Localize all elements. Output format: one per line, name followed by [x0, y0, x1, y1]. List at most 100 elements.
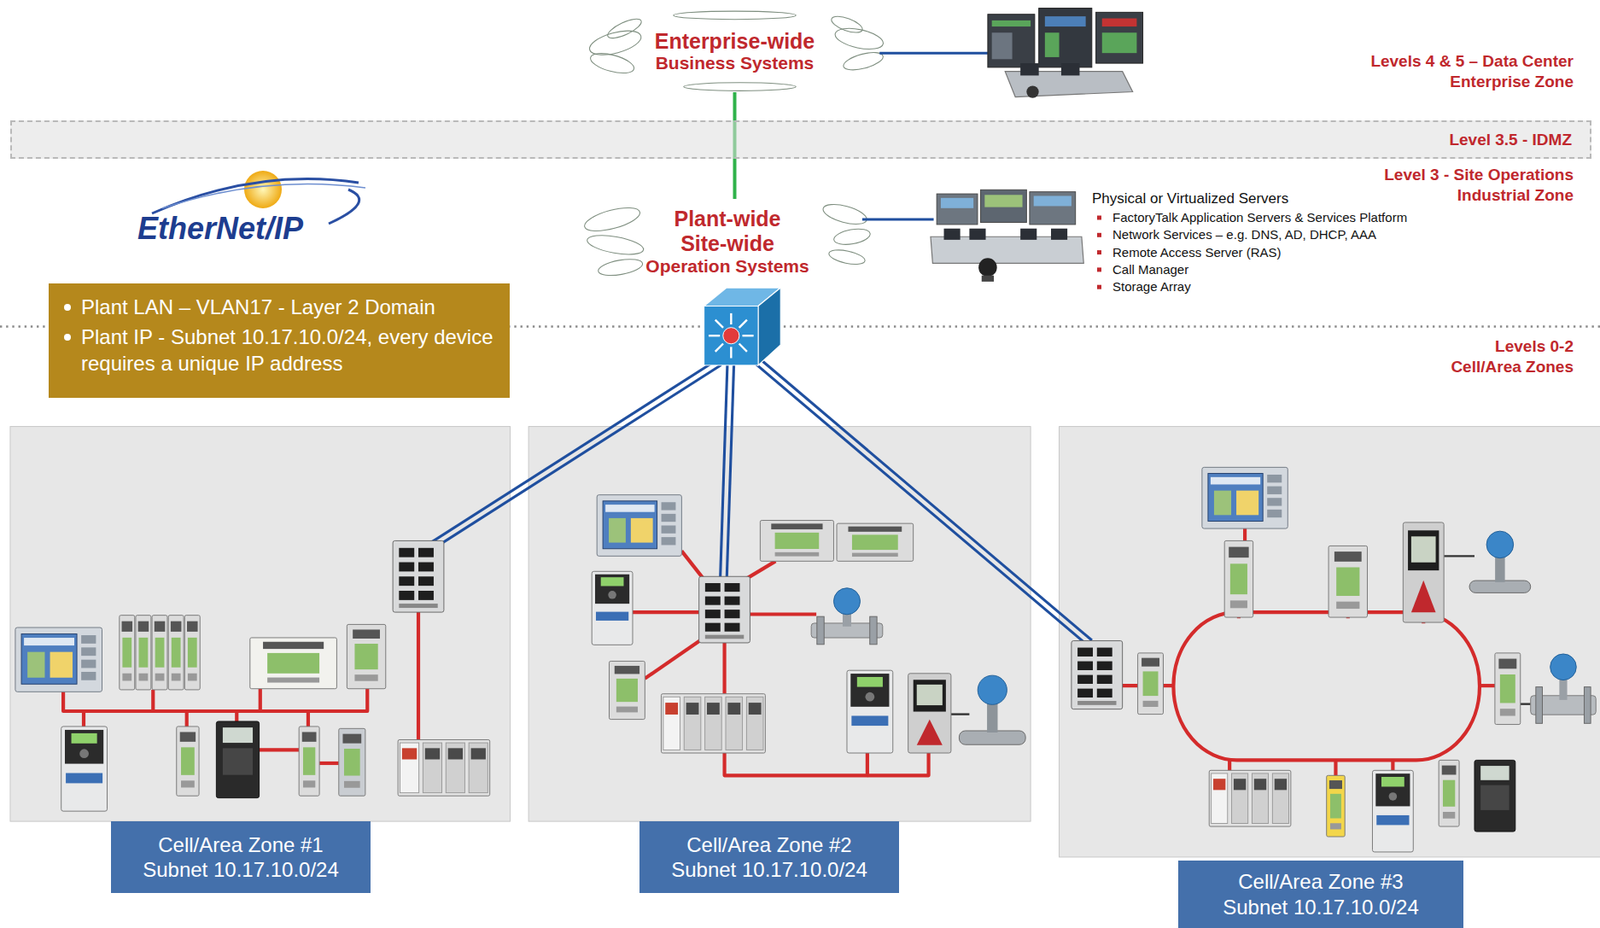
- slot-indicator: [448, 747, 463, 760]
- switch-port: [724, 609, 741, 619]
- ethernet-wire: [260, 711, 309, 727]
- display-readout: [916, 684, 943, 706]
- cloud-wisp: [683, 82, 796, 92]
- hmi-screen-panel: [608, 518, 626, 544]
- desk-monitor: [969, 228, 986, 240]
- switch-port: [1097, 675, 1113, 684]
- display-body: [1402, 522, 1444, 623]
- hmi-frame: [1202, 467, 1288, 529]
- switch-port: [1077, 700, 1116, 706]
- bullet-row: Plant IP - Subnet 10.17.10.0/24, every d…: [64, 323, 495, 377]
- io-header: [1442, 765, 1457, 776]
- chassis-slot: [399, 742, 419, 794]
- io-body: [1438, 759, 1460, 827]
- pressure-transmitter: [958, 675, 1026, 745]
- cell-area-zone: Cell/Area Zone #2 Subnet 10.17.10.0/24: [528, 426, 1031, 822]
- desk-monitor: [1061, 63, 1081, 76]
- cloud-wisp: [827, 247, 866, 268]
- io-terminal: [171, 637, 182, 668]
- io-terminal: [775, 532, 820, 549]
- display-readout: [1411, 536, 1437, 562]
- process-display: [908, 673, 952, 754]
- io-body: [346, 624, 386, 689]
- variable-frequency-drive: [61, 726, 108, 812]
- ethernet-wire: [1333, 759, 1338, 777]
- chassis-slot: [445, 742, 465, 794]
- switch-arrow: [739, 320, 748, 328]
- slot-indicator: [706, 702, 720, 715]
- flow-meter: [811, 588, 883, 645]
- io-terminal: [1143, 671, 1159, 696]
- bullet-row: Plant LAN – VLAN17 - Layer 2 Domain: [64, 293, 495, 321]
- io-foot: [1230, 600, 1248, 608]
- ethernet-wire: [416, 612, 421, 740]
- io-body: [836, 523, 914, 561]
- io-header: [186, 621, 199, 632]
- cloud-wisp: [585, 232, 645, 258]
- io-terminal: [852, 534, 899, 550]
- ethernet-wire: [1390, 759, 1395, 771]
- drive-panel: [222, 747, 253, 775]
- meter-head: [833, 588, 860, 615]
- note-text: Plant LAN – VLAN17 - Layer 2 Domain: [81, 293, 436, 321]
- switch-port: [418, 562, 434, 573]
- io-header: [614, 665, 640, 675]
- drive-badge: [65, 773, 103, 784]
- process-display: [1402, 522, 1444, 623]
- cloud-wisp: [596, 256, 644, 279]
- io-foot: [1336, 601, 1360, 609]
- desk-monitor: [1020, 63, 1040, 76]
- ethernet-switch: [392, 540, 444, 613]
- io-terminal: [1500, 674, 1516, 703]
- io-body: [168, 615, 184, 690]
- io-foot: [155, 673, 165, 682]
- switch-port: [705, 609, 721, 619]
- level-label: Levels 0-2 Cell/Area Zones: [1436, 336, 1574, 378]
- io-foot: [1143, 700, 1159, 707]
- hmi-screen-panel: [27, 652, 45, 678]
- list-bullet: [1097, 233, 1102, 238]
- io-terminal: [1442, 780, 1455, 807]
- cell-area-zone: Cell/Area Zone #1 Subnet 10.17.10.0/24: [10, 426, 511, 822]
- io-terminal: [1330, 794, 1342, 819]
- hmi-key: [81, 659, 96, 669]
- chassis-slot: [663, 696, 681, 750]
- cloud-wisp: [829, 12, 865, 36]
- hmi-frame: [596, 495, 682, 557]
- chassis-body: [397, 739, 491, 796]
- io-module: [151, 615, 168, 690]
- drive-knob: [1389, 792, 1398, 801]
- io-foot: [303, 780, 316, 788]
- cloud-wisp: [587, 26, 644, 60]
- switch-arrow: [739, 344, 748, 352]
- logo-swoosh: [162, 183, 366, 209]
- drive-display: [601, 577, 625, 586]
- bullet-dot: [64, 303, 71, 311]
- io-terminal: [354, 643, 378, 670]
- hmi-key: [1267, 497, 1282, 506]
- transmitter-flange: [1469, 580, 1531, 593]
- ethernet-wire: [236, 689, 260, 712]
- drive-knob: [79, 748, 89, 759]
- io-body: [759, 520, 834, 562]
- sensor-cable: [1520, 702, 1531, 705]
- switch-front: [704, 306, 759, 366]
- io-terminal: [1336, 567, 1360, 596]
- io-header: [262, 642, 324, 649]
- io-body: [609, 660, 646, 719]
- drive-panel: [1480, 785, 1509, 811]
- wall-screen: [1096, 11, 1144, 64]
- level-label: Level 3 - Site Operations Industrial Zon…: [1334, 164, 1574, 206]
- cloud-title: Enterprise-wide: [654, 29, 816, 54]
- slot-indicator: [402, 747, 417, 760]
- io-terminal: [139, 637, 149, 668]
- wall-screen: [1039, 8, 1092, 68]
- ethernet-wire: [1479, 683, 1496, 688]
- zone-label: Cell/Area Zone #1 Subnet 10.17.10.0/24: [134, 832, 348, 883]
- io-terminal: [303, 747, 316, 776]
- io-header: [122, 621, 134, 632]
- screen-content: [940, 198, 974, 209]
- zone-panel: [1059, 426, 1600, 858]
- network-note-box: Plant LAN – VLAN17 - Layer 2 DomainPlant…: [48, 283, 510, 398]
- logo-sun: [244, 170, 282, 209]
